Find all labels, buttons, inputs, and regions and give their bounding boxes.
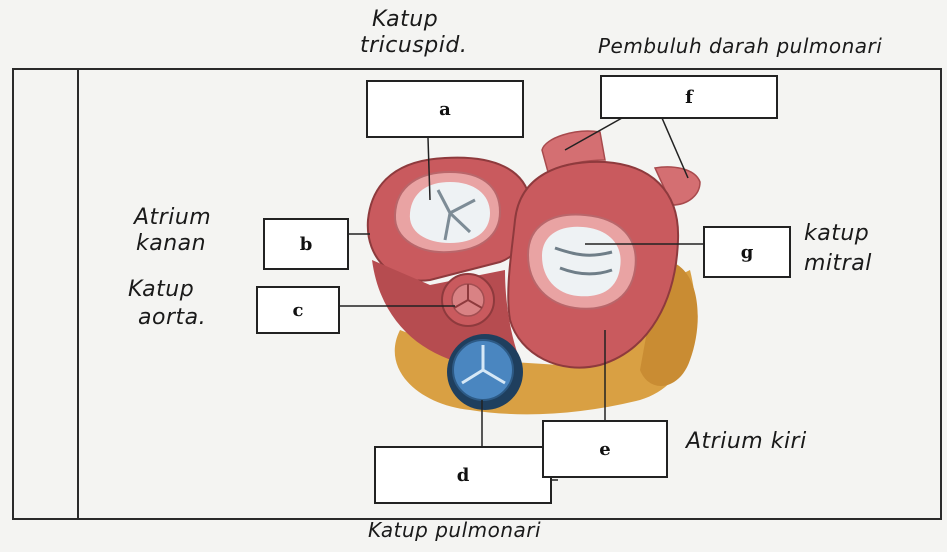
annotation-c-line2: aorta.	[138, 306, 206, 330]
annotation-g-line2: mitral	[804, 252, 872, 276]
annotation-a-line1: Katup	[372, 8, 438, 32]
annotation-b-line2: kanan	[136, 232, 206, 256]
label-box-e[interactable]: e	[542, 420, 668, 478]
annotation-f: Pembuluh darah pulmonari	[598, 34, 882, 58]
annotation-c-line1: Katup	[128, 278, 194, 302]
label-box-b[interactable]: b	[263, 218, 349, 270]
annotation-e: Atrium kiri	[686, 430, 807, 454]
label-box-g[interactable]: g	[703, 226, 791, 278]
annotation-d: Katup pulmonari	[368, 518, 541, 542]
annotation-g-line1: katup	[804, 222, 869, 246]
label-box-a[interactable]: a	[366, 80, 524, 138]
annotation-a-line2: tricuspid.	[360, 34, 467, 58]
label-box-c[interactable]: c	[256, 286, 340, 334]
annotation-b-line1: Atrium	[134, 206, 211, 230]
label-box-d[interactable]: d	[374, 446, 552, 504]
label-box-f[interactable]: f	[600, 75, 778, 119]
